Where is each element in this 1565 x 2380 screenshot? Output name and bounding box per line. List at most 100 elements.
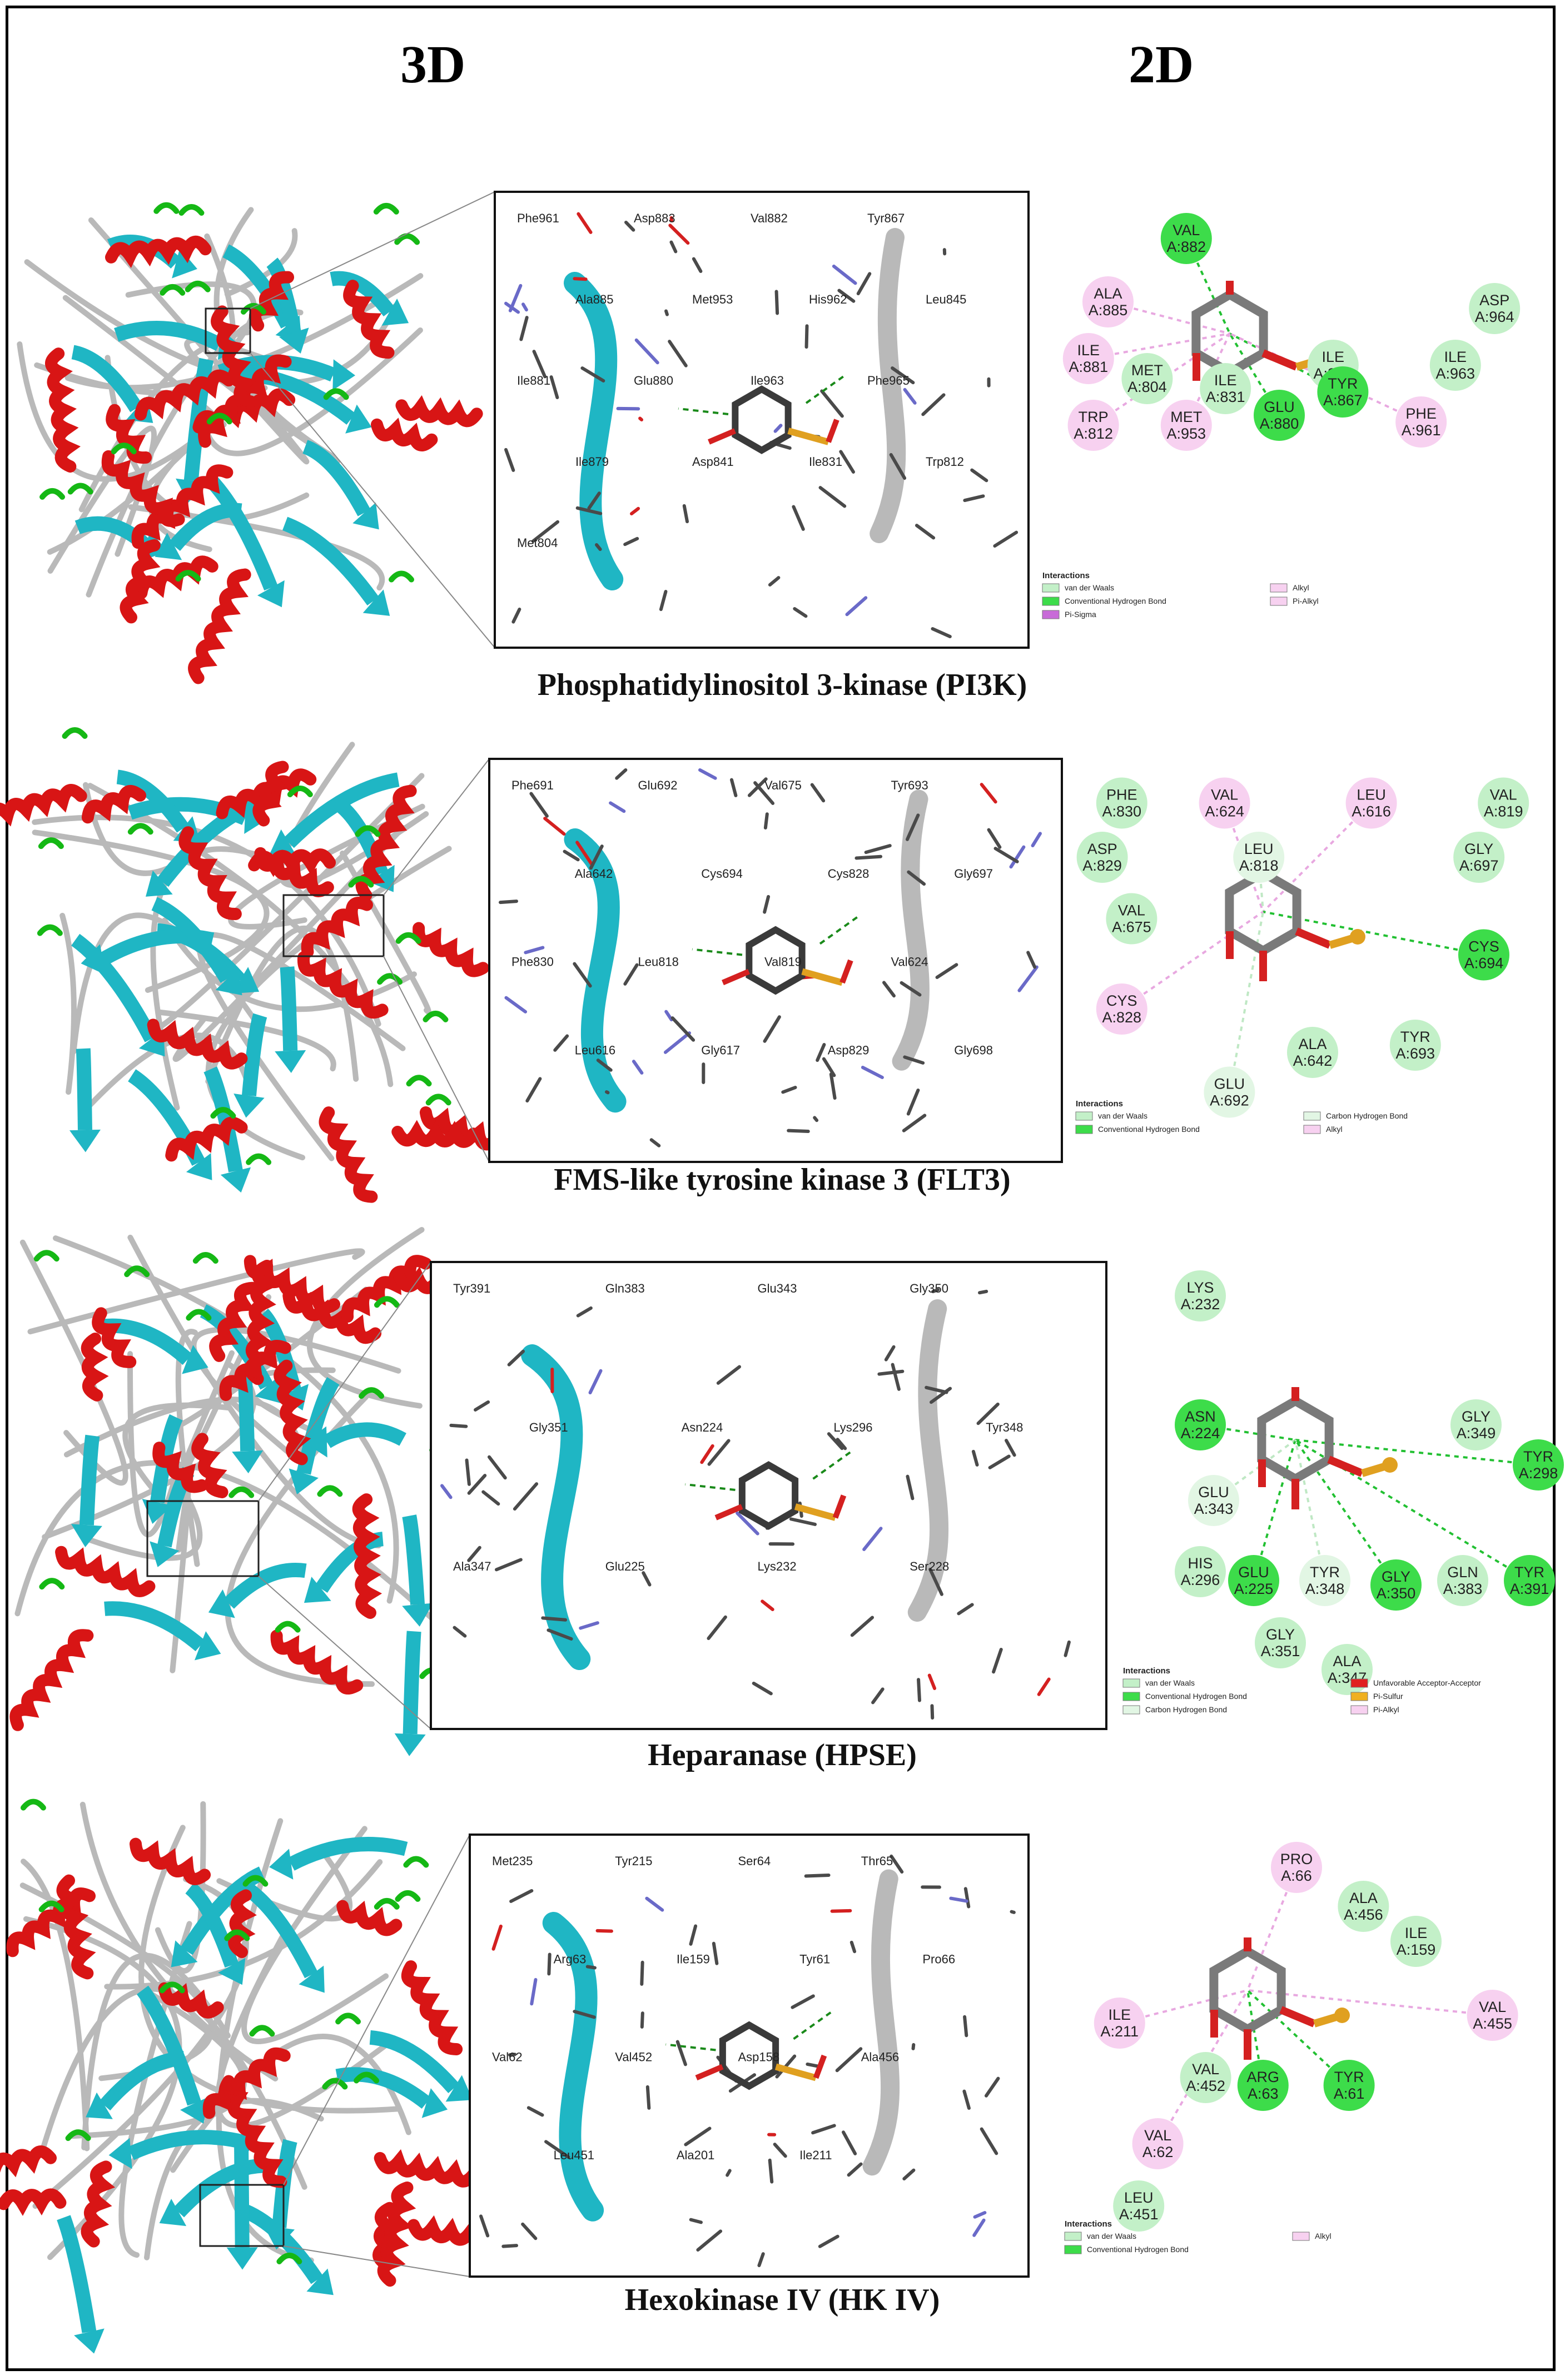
svg-text:A:348: A:348 xyxy=(1305,1581,1345,1597)
svg-text:A:159: A:159 xyxy=(1397,1941,1436,1958)
zoom-residue-label: Ile881 xyxy=(517,374,550,387)
zoom-residue-label: Ile963 xyxy=(751,374,784,387)
svg-text:GLN: GLN xyxy=(1447,1564,1478,1581)
svg-text:A:692: A:692 xyxy=(1210,1092,1249,1109)
svg-text:A:456: A:456 xyxy=(1344,1906,1383,1923)
zoom-residue-label: Gly698 xyxy=(954,1043,993,1057)
svg-text:A:62: A:62 xyxy=(1142,2144,1174,2160)
svg-text:GLU: GLU xyxy=(1238,1564,1269,1581)
svg-text:A:455: A:455 xyxy=(1473,2015,1512,2032)
zoom-residue-label: Gln383 xyxy=(605,1281,645,1295)
svg-text:van der Waals: van der Waals xyxy=(1065,583,1114,592)
svg-text:VAL: VAL xyxy=(1118,902,1145,919)
binding-site-inset xyxy=(146,1500,260,1577)
overview-3d-structure xyxy=(0,1798,533,2354)
svg-text:A:697: A:697 xyxy=(1459,857,1499,874)
zoom-residue-label: Tyr391 xyxy=(453,1281,490,1295)
svg-text:VAL: VAL xyxy=(1479,1999,1506,2015)
svg-text:A:880: A:880 xyxy=(1260,415,1299,432)
zoom-residue-label: Arg63 xyxy=(554,1952,587,1966)
interaction-diagram-2d: LYSA:232ASNA:224GLYA:349GLUA:343TYRA:298… xyxy=(1175,1270,1564,1695)
svg-text:LEU: LEU xyxy=(1124,2189,1154,2206)
svg-text:A:963: A:963 xyxy=(1436,365,1475,382)
svg-text:VAL: VAL xyxy=(1144,2127,1171,2144)
zoom-residue-label: Asp883 xyxy=(634,211,675,225)
svg-text:ASN: ASN xyxy=(1185,1408,1216,1425)
svg-text:Interactions: Interactions xyxy=(1065,2219,1112,2229)
zoom-residue-label: Tyr693 xyxy=(891,778,928,792)
zoom-residue-label: Asp158 xyxy=(738,2050,780,2064)
svg-text:GLU: GLU xyxy=(1264,399,1295,415)
svg-text:ILE: ILE xyxy=(1109,2006,1131,2023)
panel-title: Phosphatidylinositol 3-kinase (PI3K) xyxy=(538,668,1027,702)
svg-text:PHE: PHE xyxy=(1106,787,1137,803)
svg-text:A:66: A:66 xyxy=(1281,1867,1312,1884)
svg-text:TYR: TYR xyxy=(1328,375,1358,392)
zoom-residue-label: Leu818 xyxy=(638,955,679,969)
zoom-residue-label: Gly617 xyxy=(701,1043,740,1057)
svg-text:A:867: A:867 xyxy=(1323,392,1363,409)
svg-text:van der Waals: van der Waals xyxy=(1098,1111,1147,1120)
zoom-residue-label: Gly351 xyxy=(529,1420,568,1434)
svg-text:TYR: TYR xyxy=(1310,1564,1340,1581)
svg-text:Conventional Hydrogen Bond: Conventional Hydrogen Bond xyxy=(1145,1692,1247,1701)
svg-text:A:675: A:675 xyxy=(1112,919,1151,936)
svg-text:GLY: GLY xyxy=(1462,1408,1491,1425)
zoom-residue-label: Phe961 xyxy=(517,211,559,225)
svg-text:Conventional Hydrogen Bond: Conventional Hydrogen Bond xyxy=(1065,597,1166,605)
svg-text:Alkyl: Alkyl xyxy=(1315,2232,1332,2240)
zoom-residue-label: Ala201 xyxy=(677,2148,715,2162)
svg-text:A:881: A:881 xyxy=(1069,359,1109,375)
zoom-residue-label: Gly697 xyxy=(954,867,993,881)
zoom-residue-label: Tyr215 xyxy=(615,1854,652,1868)
svg-text:A:343: A:343 xyxy=(1194,1500,1234,1517)
header-2d: 2D xyxy=(1129,34,1194,94)
zoom-residue-label: Ile831 xyxy=(809,455,842,469)
svg-text:GLY: GLY xyxy=(1382,1568,1410,1585)
svg-text:A:298: A:298 xyxy=(1519,1465,1558,1482)
panel-title: FMS-like tyrosine kinase 3 (FLT3) xyxy=(554,1162,1010,1197)
zoom-residue-label: Ala642 xyxy=(575,867,613,881)
zoom-residue-label: Glu880 xyxy=(634,374,673,387)
svg-text:Pi-Alkyl: Pi-Alkyl xyxy=(1293,597,1319,605)
svg-text:Interactions: Interactions xyxy=(1123,1666,1170,1676)
svg-text:A:885: A:885 xyxy=(1089,302,1128,319)
svg-text:A:642: A:642 xyxy=(1293,1052,1333,1069)
zoom-residue-label: Phe965 xyxy=(867,374,910,387)
svg-text:A:451: A:451 xyxy=(1119,2206,1159,2223)
svg-text:GLU: GLU xyxy=(1198,1484,1229,1500)
svg-text:A:829: A:829 xyxy=(1082,857,1122,874)
svg-text:TRP: TRP xyxy=(1079,409,1109,425)
svg-text:GLY: GLY xyxy=(1464,841,1493,857)
svg-text:A:818: A:818 xyxy=(1239,857,1279,874)
